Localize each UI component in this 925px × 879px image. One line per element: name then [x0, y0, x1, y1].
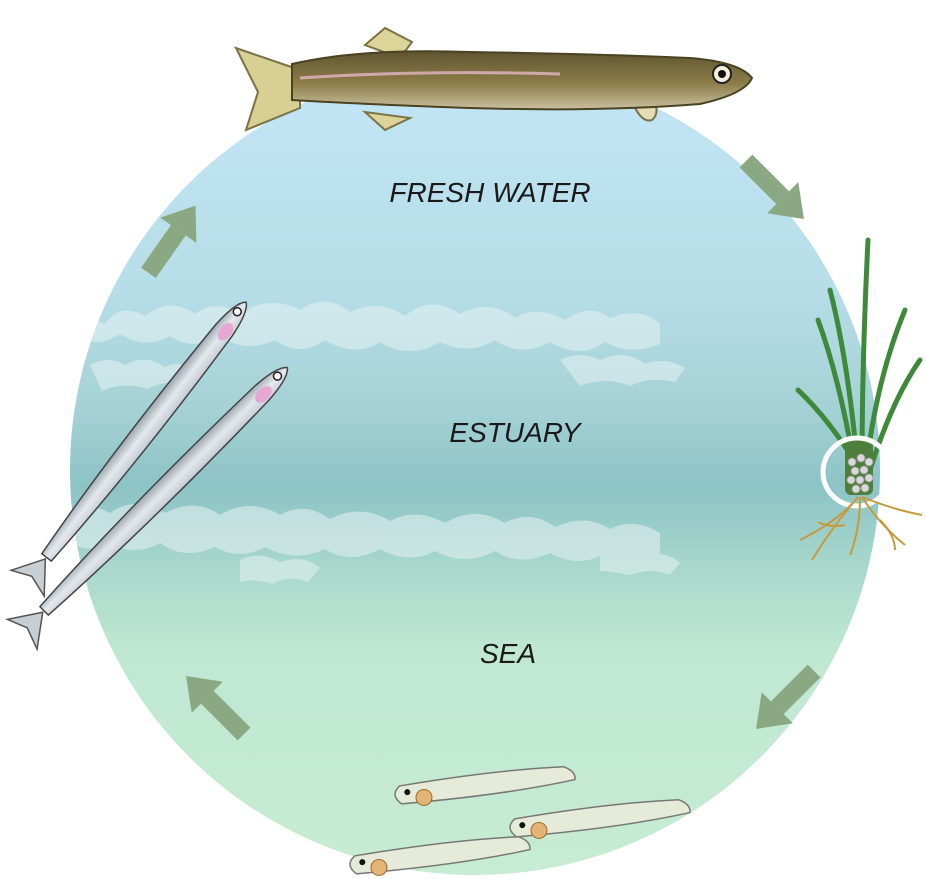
- fresh-water-label: FRESH WATER: [389, 177, 590, 208]
- sea-label: SEA: [480, 638, 536, 669]
- estuary-label: ESTUARY: [449, 417, 583, 448]
